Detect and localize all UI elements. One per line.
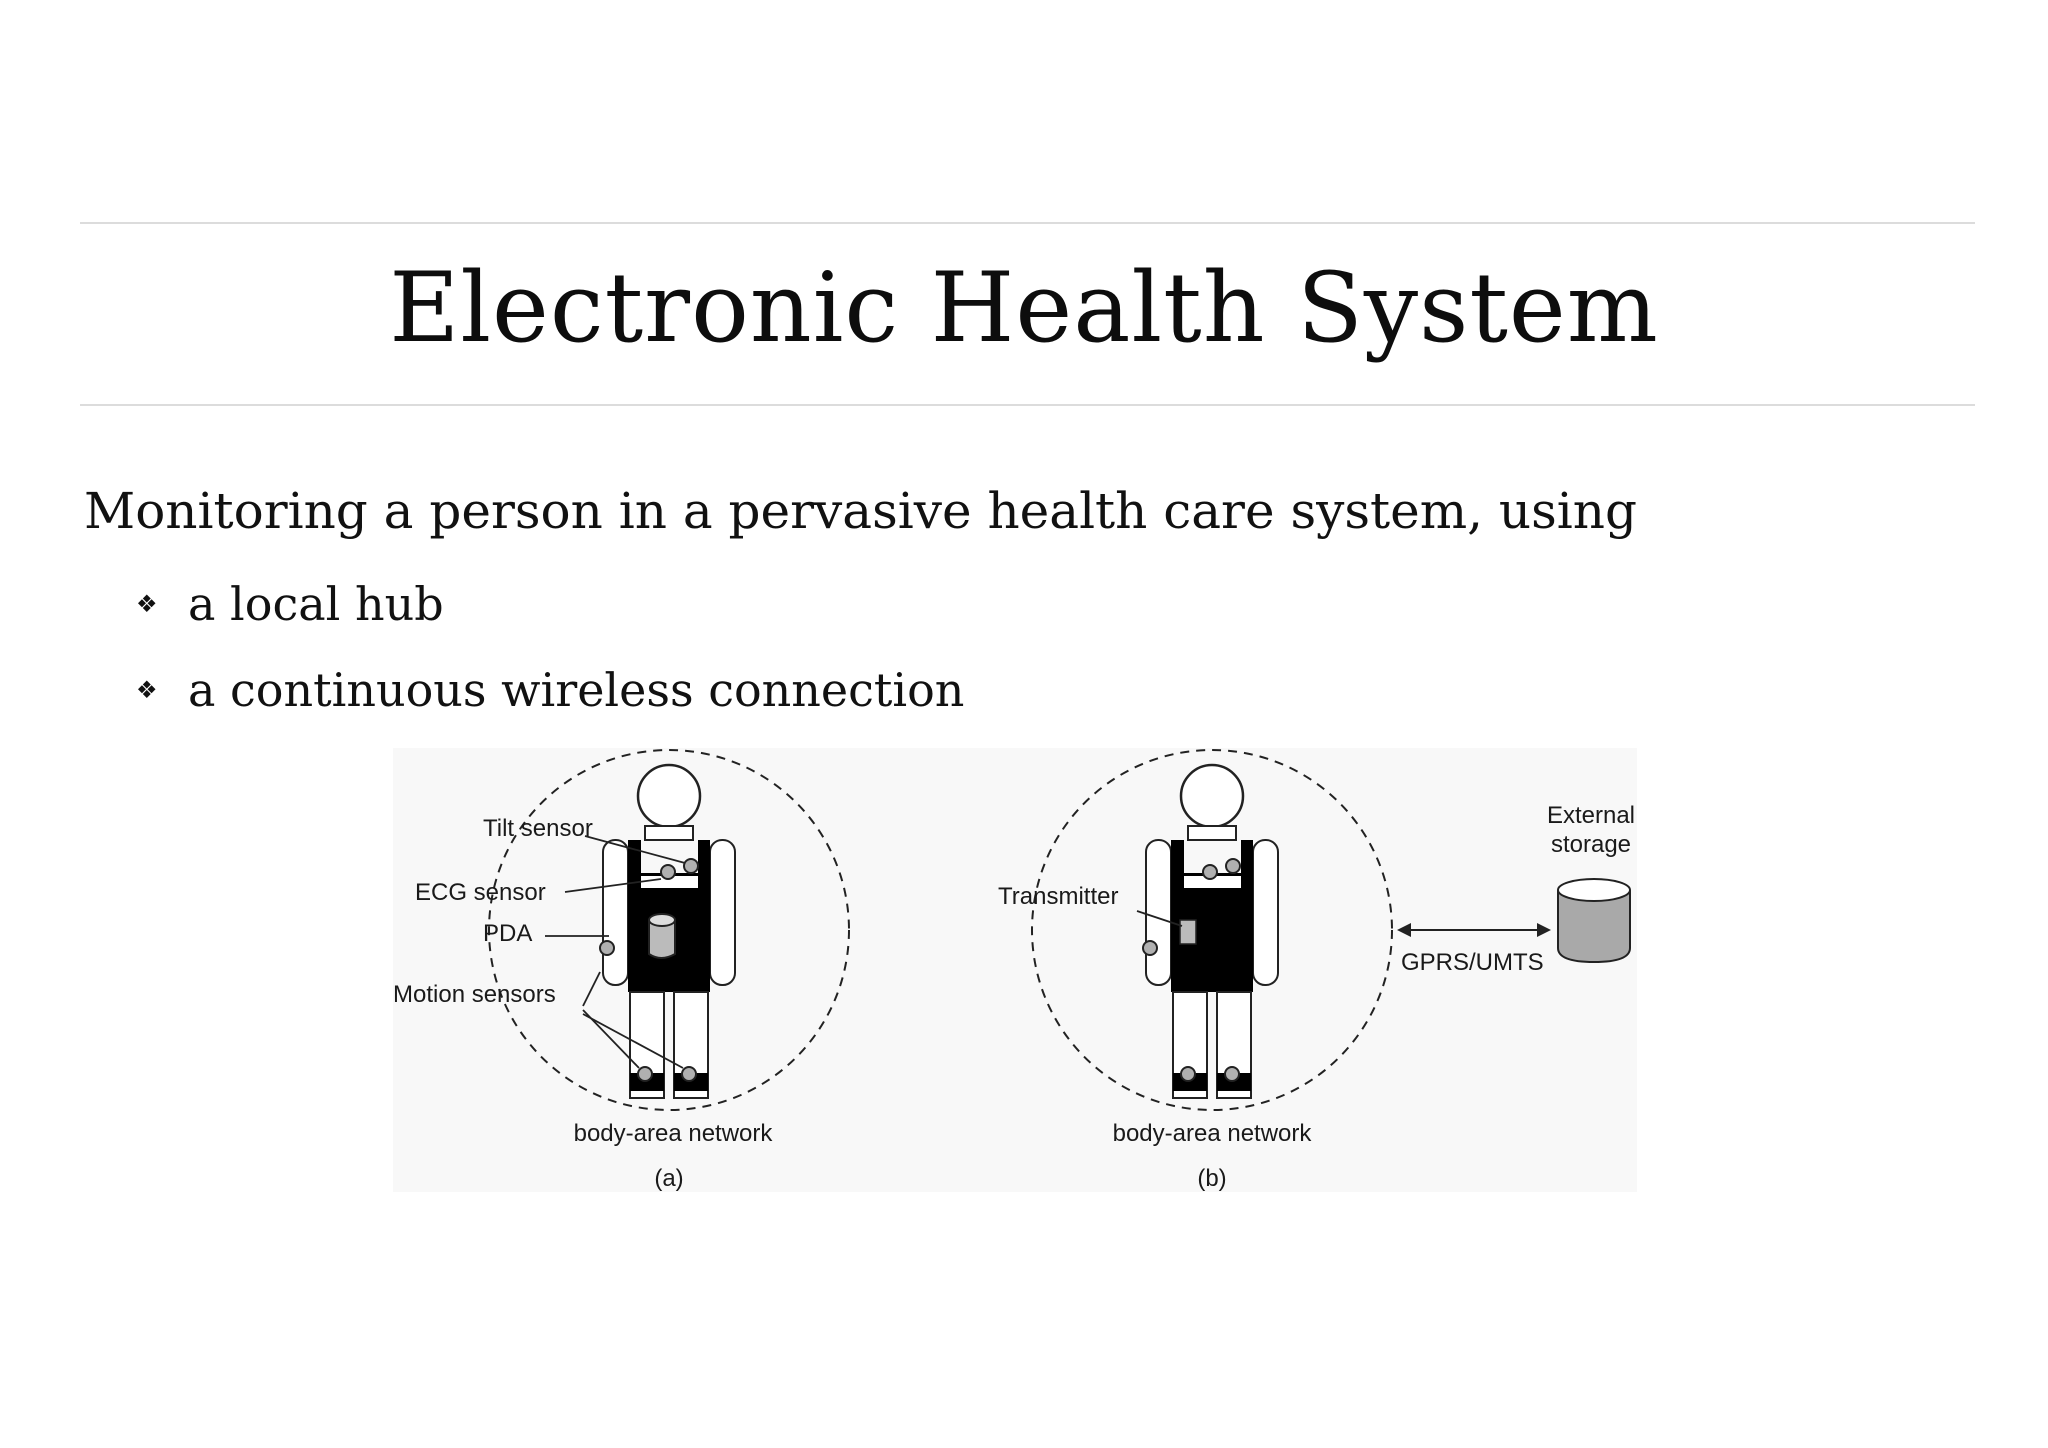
panel-b: Transmitter body-area network (b) GPRS/U… <box>998 749 1635 1192</box>
head-b <box>1179 763 1245 829</box>
diamond-bullet-icon: ❖ <box>136 590 158 618</box>
leg-motion-sensor-icon <box>681 1066 697 1082</box>
bullet-text: a local hub <box>188 577 444 631</box>
pda-device-top <box>648 913 676 927</box>
ecg-sensor-icon <box>1202 864 1218 880</box>
figure-svg: Tilt sensor ECG sensor PDA Motion sensor… <box>393 749 1635 1192</box>
network-boundary-b <box>1031 749 1393 1111</box>
panel-tag-b: (b) <box>1197 1165 1226 1192</box>
transmitter-icon <box>1179 919 1197 945</box>
tilt-sensor-icon <box>683 858 699 874</box>
neck-a <box>644 825 694 841</box>
storage-label-line1: External <box>1547 802 1635 829</box>
left-arm-b <box>1145 839 1172 986</box>
panel-a: Tilt sensor ECG sensor PDA Motion sensor… <box>393 749 850 1192</box>
arm-motion-sensor-icon <box>1142 940 1158 956</box>
transmitter-leader-line <box>1136 910 1183 927</box>
ecg-sensor-label: ECG sensor <box>415 879 546 906</box>
head-a <box>636 763 702 829</box>
diamond-bullet-icon: ❖ <box>136 676 158 704</box>
caption-a: body-area network <box>574 1120 774 1147</box>
bullet-item: ❖ a continuous wireless connection <box>136 660 964 724</box>
right-arm-b <box>1252 839 1279 986</box>
neck-b <box>1187 825 1237 841</box>
torso-chest-gap-b <box>1184 876 1241 888</box>
top-divider <box>80 222 1975 224</box>
tilt-sensor-icon <box>1225 858 1241 874</box>
page-title: Electronic Health System <box>389 252 1659 364</box>
right-arm-a <box>709 839 736 986</box>
pda-device-icon <box>648 920 676 959</box>
network-boundary-a <box>488 749 850 1111</box>
person-b <box>1142 763 1279 1099</box>
caption-b: body-area network <box>1113 1120 1313 1147</box>
bottom-divider <box>80 404 1975 406</box>
arm-motion-sensor-icon <box>599 940 615 956</box>
storage-label-line2: storage <box>1551 831 1631 858</box>
motion-sensors-label: Motion sensors <box>393 981 556 1008</box>
pda-label: PDA <box>483 920 532 947</box>
gprs-umts-label: GPRS/UMTS <box>1401 949 1544 976</box>
ecg-sensor-icon <box>660 864 676 880</box>
bullet-item: ❖ a local hub <box>136 574 444 638</box>
left-arm-a <box>602 839 629 986</box>
intro-text: Monitoring a person in a pervasive healt… <box>84 482 1637 540</box>
person-a <box>599 763 736 1099</box>
leader-lines-a <box>545 835 686 1069</box>
body-area-network-figure: Tilt sensor ECG sensor PDA Motion sensor… <box>393 748 1637 1192</box>
external-storage-icon <box>1557 878 1631 964</box>
leg-motion-sensor-icon <box>637 1066 653 1082</box>
leg-motion-sensor-icon <box>1224 1066 1240 1082</box>
transmitter-label: Transmitter <box>998 883 1118 910</box>
leg-motion-sensor-icon <box>1180 1066 1196 1082</box>
bullet-text: a continuous wireless connection <box>188 663 965 717</box>
tilt-sensor-label: Tilt sensor <box>483 815 593 842</box>
torso-b <box>1171 840 1253 992</box>
double-arrow-icon <box>1397 923 1551 937</box>
panel-tag-a: (a) <box>654 1165 683 1192</box>
